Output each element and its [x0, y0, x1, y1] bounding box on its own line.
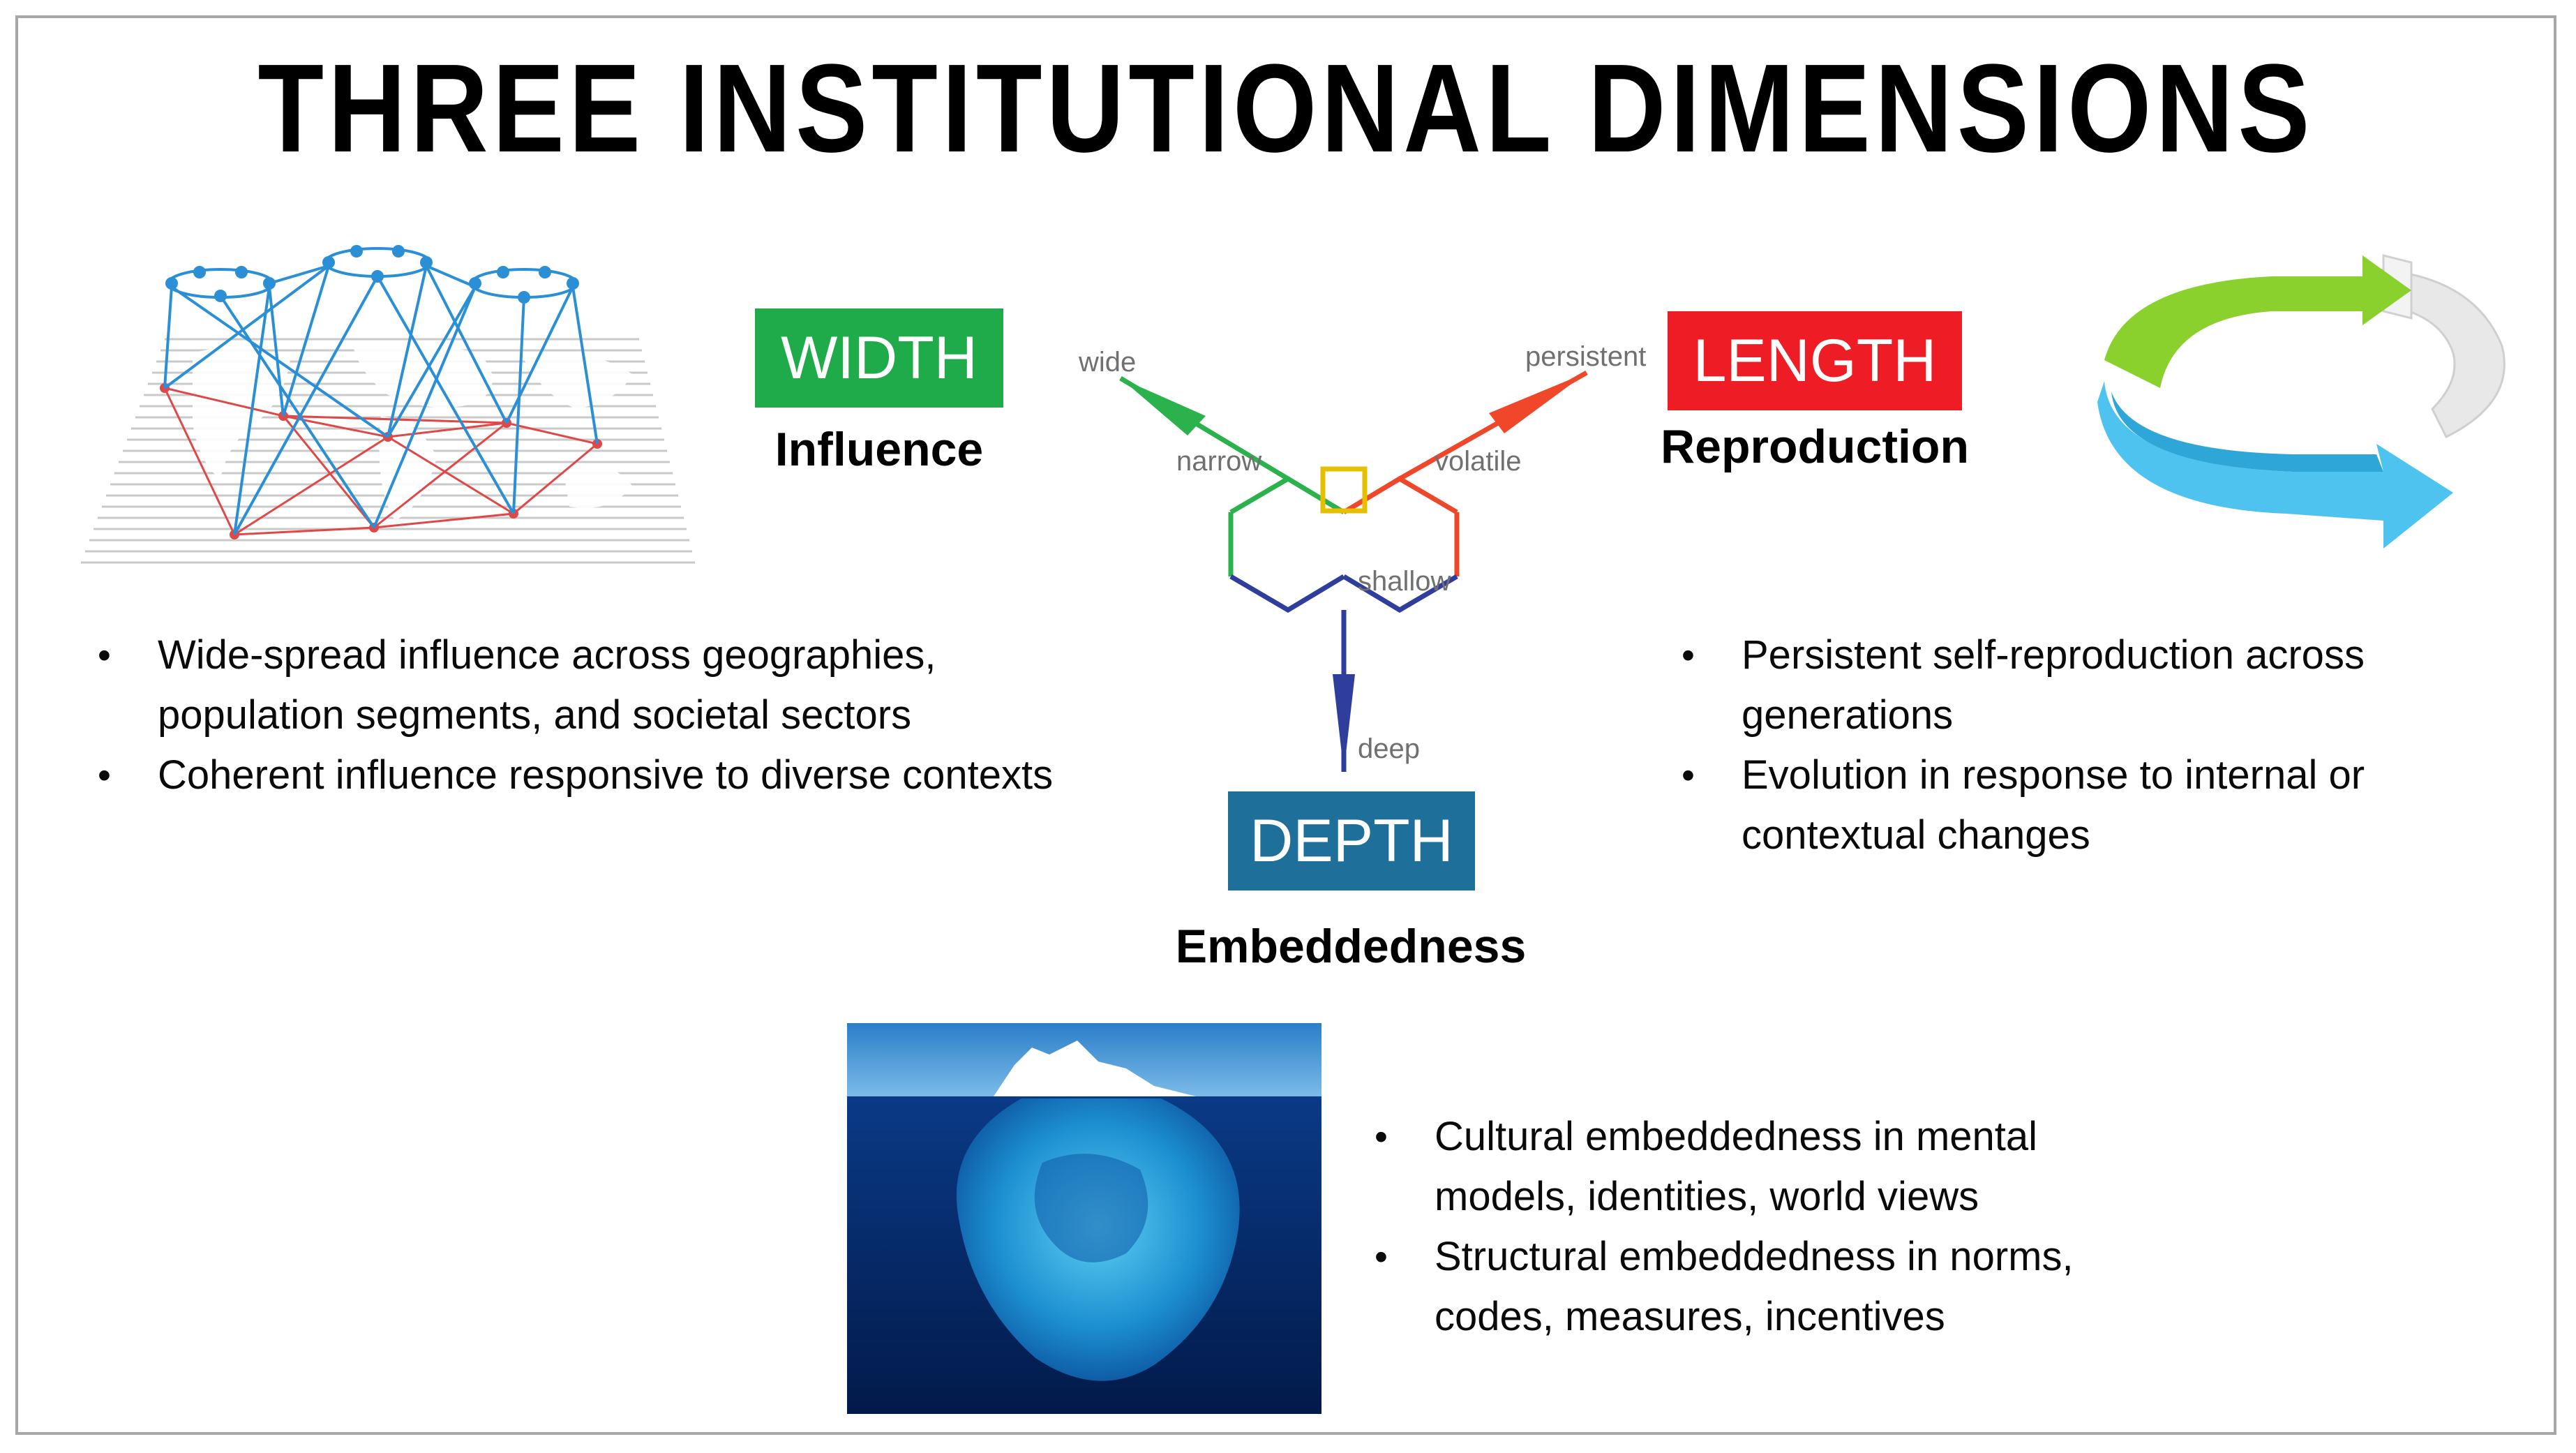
length-subtitle: Reproduction	[1661, 420, 1969, 473]
bullet-icon: •	[98, 634, 111, 676]
width-tag: WIDTH	[755, 308, 1003, 408]
length-tag: LENGTH	[1668, 311, 1962, 410]
list-item: •Coherent influence responsive to divers…	[95, 745, 1114, 805]
length-bullets: •Persistent self-reproduction across gen…	[1679, 625, 2488, 865]
bullet-icon: •	[1375, 1116, 1388, 1158]
label-persistent: persistent	[1525, 341, 1646, 372]
bullet-icon: •	[1682, 634, 1695, 676]
list-item: •Cultural embeddedness in mental models,…	[1372, 1107, 2153, 1227]
width-bullets: •Wide-spread influence across geographie…	[95, 625, 1114, 805]
slide: THREE INSTITUTIONAL DIMENSIONS	[15, 15, 2556, 1435]
width-subtitle: Influence	[774, 423, 984, 476]
label-shallow: shallow	[1358, 566, 1451, 597]
bullet-icon: •	[1682, 754, 1695, 796]
list-item: •Wide-spread influence across geographie…	[95, 625, 1114, 745]
bullet-icon: •	[1375, 1236, 1388, 1278]
depth-subtitle: Embeddedness	[1175, 920, 1527, 973]
label-deep: deep	[1358, 733, 1420, 764]
page-title: THREE INSTITUTIONAL DIMENSIONS	[257, 38, 2314, 179]
bullet-icon: •	[98, 754, 111, 796]
list-item: •Structural embeddedness in norms, codes…	[1372, 1227, 2153, 1347]
depth-tag: DEPTH	[1228, 791, 1475, 891]
network-map-icon	[81, 245, 695, 564]
depth-bullets: •Cultural embeddedness in mental models,…	[1372, 1107, 2153, 1347]
list-item: •Persistent self-reproduction across gen…	[1679, 625, 2488, 745]
cycle-arrows-icon	[2097, 254, 2506, 549]
label-wide: wide	[1078, 347, 1136, 378]
list-item: •Evolution in response to internal or co…	[1679, 745, 2488, 865]
label-narrow: narrow	[1176, 446, 1261, 477]
label-volatile: volatile	[1435, 446, 1522, 477]
iceberg-icon	[847, 1023, 1321, 1414]
dimensions-diagram: wide narrow persistent volatile shallow …	[1078, 341, 1646, 772]
